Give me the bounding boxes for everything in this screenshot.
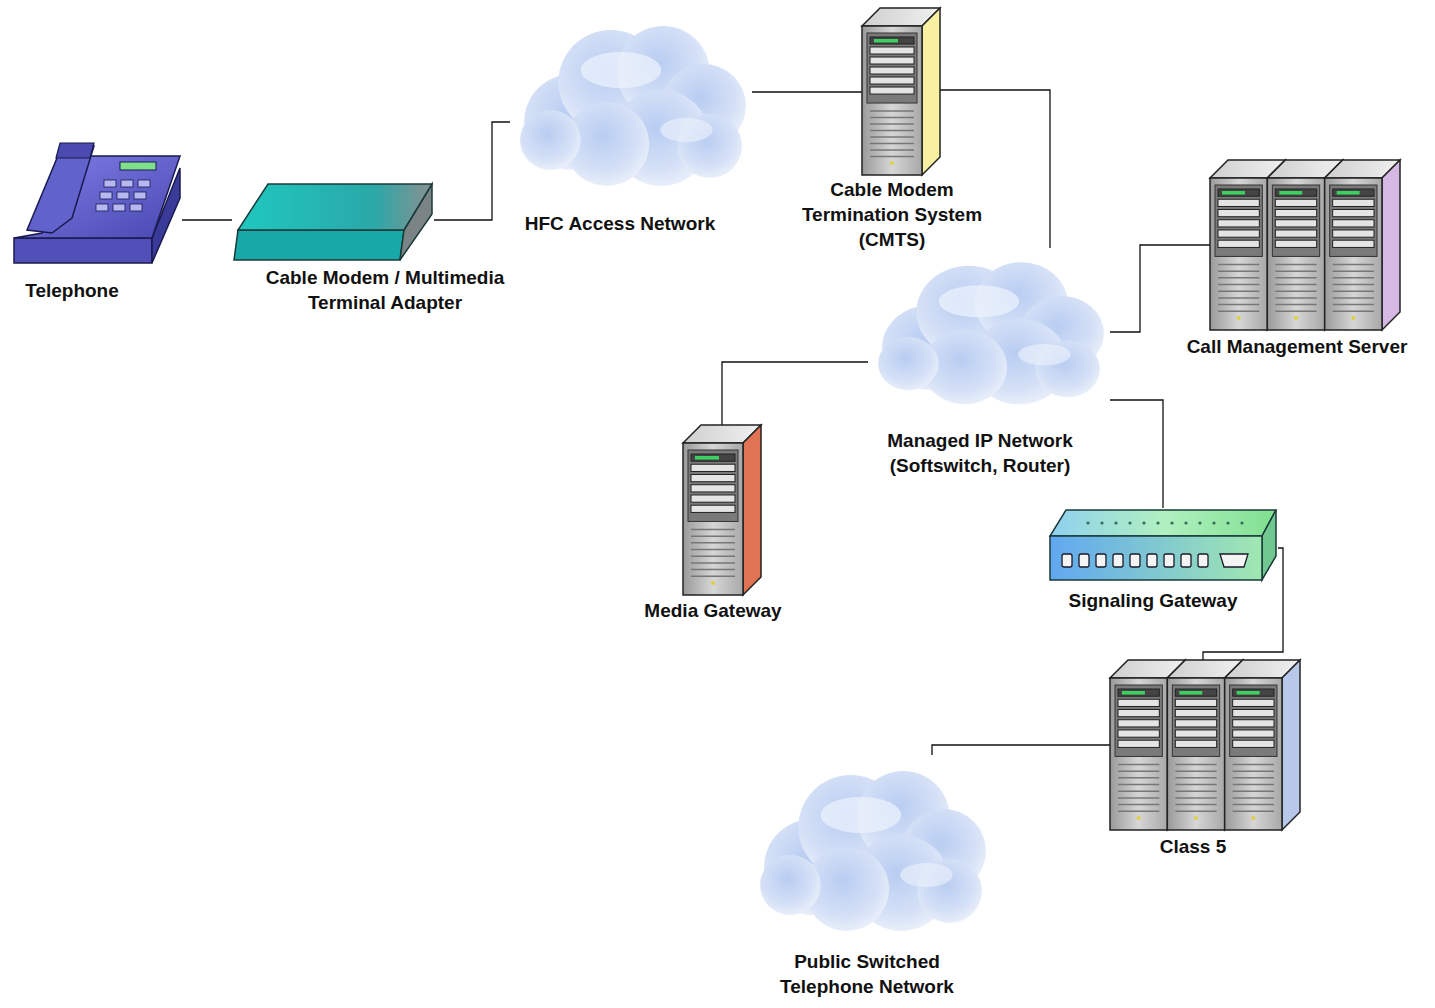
network-cloud: Managed IP Network (Softswitch, Router) <box>868 248 1110 408</box>
server-tower <box>1210 160 1400 330</box>
network-cloud: HFC Access Network <box>510 10 752 190</box>
node-label: Cable Modem / Multimedia Terminal Adapte… <box>235 265 535 315</box>
telephone: Telephone <box>12 138 182 268</box>
connector-line <box>1110 400 1163 508</box>
connector-line <box>932 745 1110 755</box>
node-label: Call Management Server <box>1162 334 1432 359</box>
node-label: Telephone <box>2 278 142 303</box>
cable-modem: Cable Modem / Multimedia Terminal Adapte… <box>232 180 434 262</box>
node-label: Class 5 <box>1133 834 1253 859</box>
node-label: Signaling Gateway <box>1033 588 1273 613</box>
server-cluster: Call Management Server <box>1210 160 1400 330</box>
server-tower <box>862 8 940 175</box>
connector-line <box>722 362 868 425</box>
server-cluster: Class 5 <box>1110 660 1300 830</box>
gateway-box: Signaling Gateway <box>1048 508 1278 582</box>
server-tower <box>683 425 761 595</box>
connector-line <box>1110 245 1210 332</box>
node-label: Managed IP Network (Softswitch, Router) <box>860 428 1100 478</box>
network-cloud: Public Switched Telephone Network <box>750 755 992 935</box>
node-label: Public Switched Telephone Network <box>747 949 987 999</box>
node-label: Media Gateway <box>623 598 803 623</box>
server-tower: Media Gateway <box>683 425 761 595</box>
modem-icon <box>232 180 434 262</box>
cloud-shape <box>510 10 752 190</box>
gateway-box <box>1048 508 1278 582</box>
connector-line <box>752 91 862 92</box>
cloud-shape <box>868 248 1110 408</box>
server-tower: Cable Modem Termination System (CMTS) <box>862 8 940 175</box>
connector-line <box>182 219 232 220</box>
telephone-icon <box>12 138 182 268</box>
node-label: Cable Modem Termination System (CMTS) <box>782 177 1002 252</box>
server-tower <box>1110 660 1300 830</box>
cloud-shape <box>750 755 992 935</box>
connector-line <box>434 122 510 220</box>
node-label: HFC Access Network <box>490 211 750 236</box>
